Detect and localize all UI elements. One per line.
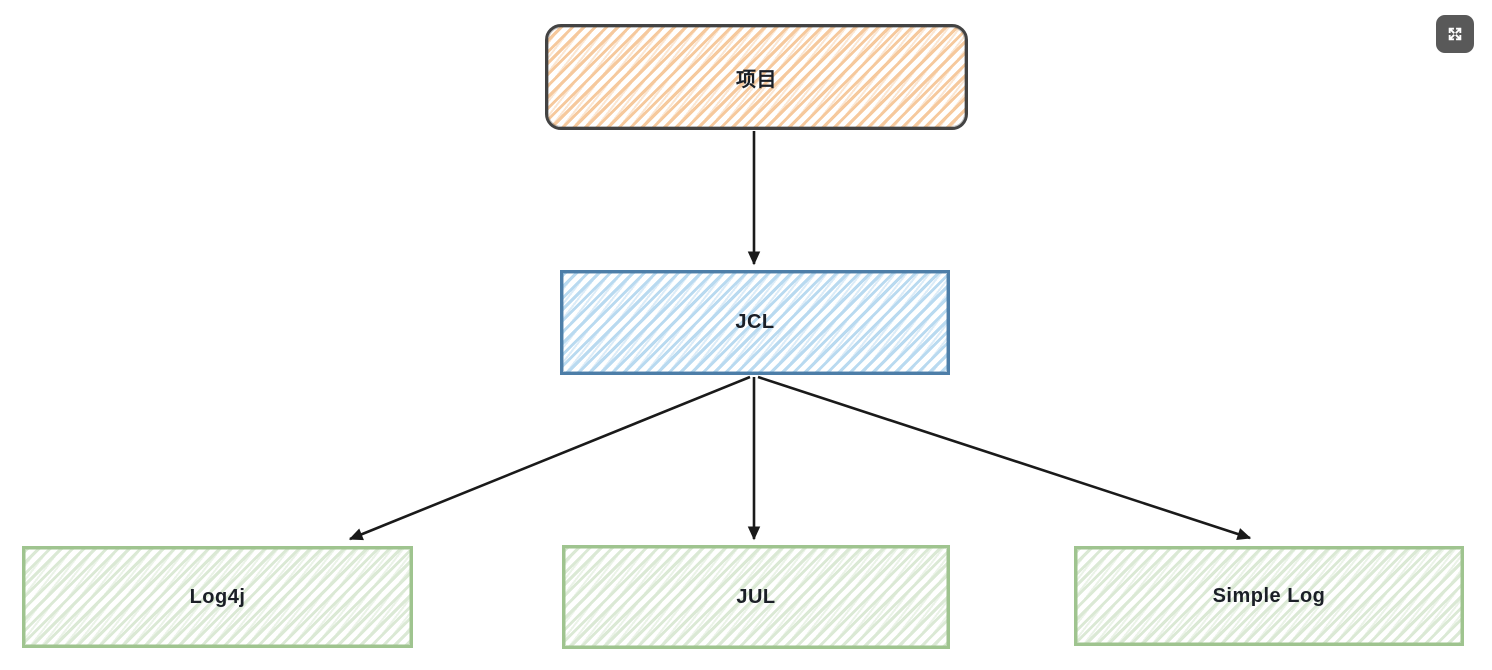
node-simple-log: Simple Log	[1074, 546, 1464, 646]
node-jul-label: JUL	[736, 585, 776, 608]
node-project-label: 项目	[736, 68, 777, 91]
node-jcl: JCL	[560, 270, 950, 375]
edge-jcl-to-log4j	[348, 375, 751, 541]
node-project: 项目	[545, 24, 968, 130]
node-simple-log-label: Simple Log	[1212, 584, 1326, 607]
node-jcl-label: JCL	[735, 311, 775, 333]
node-jul: JUL	[562, 545, 950, 649]
expand-arrows-icon	[1444, 23, 1466, 45]
fullscreen-button[interactable]	[1436, 15, 1474, 53]
node-log4j: Log4j	[22, 546, 413, 648]
node-log4j-label: Log4j	[189, 585, 246, 608]
edge-jcl-to-simple-log	[757, 375, 1252, 541]
